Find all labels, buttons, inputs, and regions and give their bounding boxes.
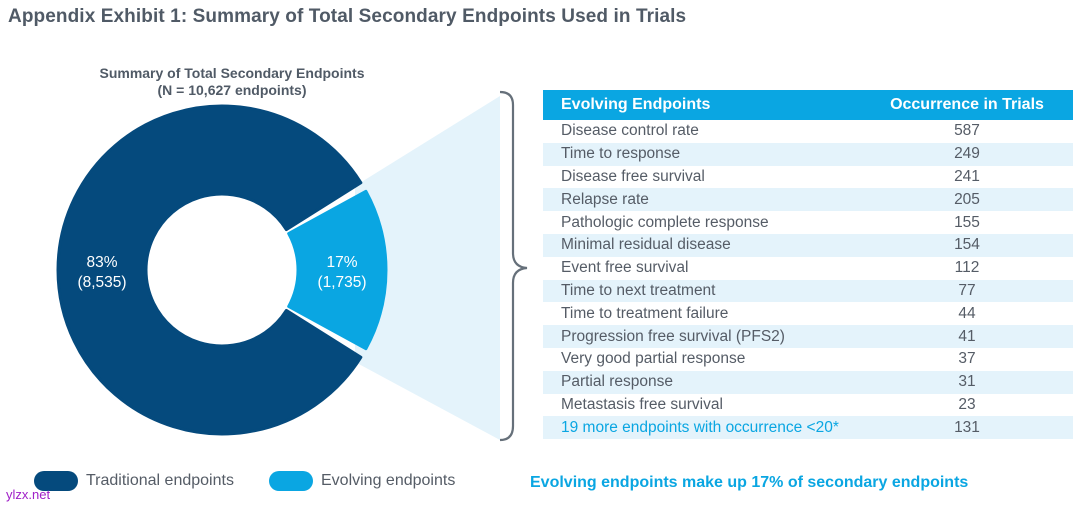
endpoint-name: Relapse rate <box>561 190 649 208</box>
connector-wedge <box>355 96 500 440</box>
slice-evolving-percent-label: 17% <box>326 254 357 271</box>
endpoint-occurrence: 587 <box>954 122 980 140</box>
table-row: Pathologic complete response 155 <box>543 211 1073 234</box>
chart-subtitle: (N = 10,627 endpoints) <box>157 82 307 98</box>
legend-label-traditional: Traditional endpoints <box>86 472 234 489</box>
table-row: Progression free survival (PFS2) 41 <box>543 325 1073 348</box>
table-row: Very good partial response 37 <box>543 348 1073 371</box>
table-row: 19 more endpoints with occurrence <20* 13… <box>543 416 1073 440</box>
table-row: Minimal residual disease 154 <box>543 233 1073 257</box>
endpoint-occurrence: 77 <box>958 281 976 299</box>
table-row: Time to next treatment 77 <box>543 279 1073 303</box>
table-row: Disease control rate 587 <box>543 120 1073 143</box>
endpoint-occurrence: 44 <box>958 304 976 322</box>
endpoint-name: Time to response <box>561 145 681 163</box>
endpoint-occurrence: 155 <box>954 213 980 231</box>
endpoint-name: Partial response <box>561 373 674 391</box>
endpoint-occurrence: 31 <box>958 373 976 391</box>
endpoint-name: Event free survival <box>561 259 689 277</box>
table-header: Evolving Endpoints Occurrence in Trials <box>543 90 1073 120</box>
endpoint-occurrence: 41 <box>958 327 976 345</box>
endpoint-occurrence: 23 <box>958 395 976 413</box>
endpoint-occurrence: 205 <box>954 190 980 208</box>
legend-evolving: Evolving endpoints <box>269 471 455 491</box>
endpoint-occurrence: 154 <box>954 236 980 254</box>
endpoint-name: 19 more endpoints with occurrence <20* <box>561 418 839 436</box>
header-endpoints: Evolving Endpoints <box>561 96 711 113</box>
endpoint-name: Time to treatment failure <box>561 304 729 322</box>
table-row: Time to response 249 <box>543 142 1073 166</box>
endpoint-name: Minimal residual disease <box>561 236 731 254</box>
endpoint-name: Very good partial response <box>561 350 746 368</box>
endpoint-occurrence: 37 <box>958 350 976 368</box>
legend-swatch-evolving <box>269 471 313 491</box>
endpoint-name: Time to next treatment <box>561 281 716 299</box>
endpoint-occurrence: 131 <box>954 418 980 436</box>
table-row: Event free survival 112 <box>543 257 1073 280</box>
table-row: Relapse rate 205 <box>543 188 1073 212</box>
table-row: Partial response 31 <box>543 370 1073 394</box>
endpoint-occurrence: 249 <box>954 145 980 163</box>
chart-title-block: Summary of Total Secondary Endpoints (N … <box>62 65 402 99</box>
legend-traditional: Traditional endpoints <box>34 471 234 491</box>
endpoint-name: Disease free survival <box>561 167 705 185</box>
endpoint-occurrence: 112 <box>954 259 980 277</box>
evolving-endpoints-table: Evolving Endpoints Occurrence in Trials … <box>543 90 1073 440</box>
chart-title: Summary of Total Secondary Endpoints <box>99 65 365 81</box>
table-row: Metastasis free survival 23 <box>543 394 1073 417</box>
endpoint-name: Pathologic complete response <box>561 213 769 231</box>
summary-note: Evolving endpoints make up 17% of second… <box>530 474 969 491</box>
endpoint-name: Progression free survival (PFS2) <box>561 327 785 345</box>
legend-swatch-traditional <box>34 471 78 491</box>
table-bracket <box>499 90 528 442</box>
slice-traditional-percent-label: 83% <box>86 254 117 271</box>
endpoint-name: Disease control rate <box>561 122 699 140</box>
slice-traditional-value-label: (8,535) <box>77 274 126 291</box>
table-row: Time to treatment failure 44 <box>543 302 1073 325</box>
slice-evolving <box>287 189 388 351</box>
endpoint-occurrence: 241 <box>954 167 980 185</box>
watermark: ylzx.net <box>6 487 51 502</box>
slice-evolving-value-label: (1,735) <box>317 274 366 291</box>
legend-label-evolving: Evolving endpoints <box>321 472 456 489</box>
exhibit-title: Appendix Exhibit 1: Summary of Total Sec… <box>8 6 687 27</box>
table-row: Disease free survival 241 <box>543 166 1073 189</box>
header-occurrence: Occurrence in Trials <box>890 96 1044 113</box>
slice-traditional <box>56 104 363 436</box>
endpoint-name: Metastasis free survival <box>561 395 723 413</box>
